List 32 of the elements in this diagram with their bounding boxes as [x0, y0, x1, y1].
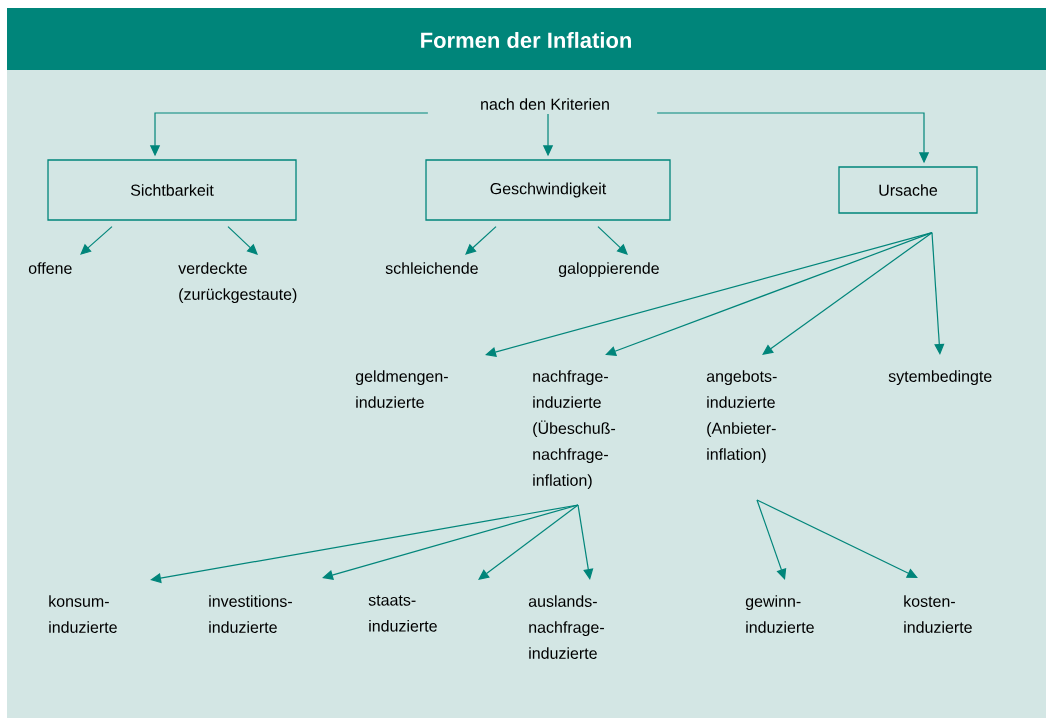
- arrow: [931, 232, 945, 355]
- arrow: [322, 504, 579, 580]
- title-banner: Formen der Inflation: [7, 8, 1046, 70]
- arrow: [756, 499, 918, 578]
- arrow: [762, 232, 933, 355]
- category-label: gewinn- induzierte: [745, 595, 814, 633]
- arrow: [227, 226, 258, 255]
- category-label: staats- induzierte: [368, 595, 437, 632]
- arrow: [577, 504, 594, 580]
- category-label: offene: [28, 262, 72, 274]
- arrow: [605, 232, 933, 356]
- category-label: investitions- induzierte: [209, 595, 292, 633]
- category-label: nachfrage- induzierte (Übeschuß- nachfrage- inflation): [533, 370, 616, 490]
- category-label: schleichende: [385, 262, 478, 274]
- heading-text: nach den Kriterien: [481, 98, 609, 110]
- arrow: [756, 499, 787, 580]
- criterion-box: Ursache: [838, 166, 978, 214]
- category-label: kosten- induzierte: [904, 595, 972, 633]
- arrow: [597, 226, 628, 255]
- category-label: galoppierende: [558, 262, 659, 278]
- criterion-box: Geschwindigkeit: [425, 159, 671, 221]
- arrow: [80, 226, 113, 255]
- category-label: konsum- induzierte: [49, 595, 117, 633]
- category-label: angebots- induzierte (Anbieter- inflation): [706, 370, 777, 464]
- arrow: [478, 504, 579, 580]
- category-label: sytembedingte: [888, 370, 992, 386]
- category-label: geldmengen- induzierte: [355, 370, 448, 408]
- arrow: [465, 226, 497, 255]
- criterion-box: Sichtbarkeit: [47, 159, 297, 221]
- category-label: auslands- nachfrage- induzierte: [528, 595, 604, 659]
- arrow: [485, 232, 933, 358]
- category-label: verdeckte (zurückgestaute): [178, 262, 297, 304]
